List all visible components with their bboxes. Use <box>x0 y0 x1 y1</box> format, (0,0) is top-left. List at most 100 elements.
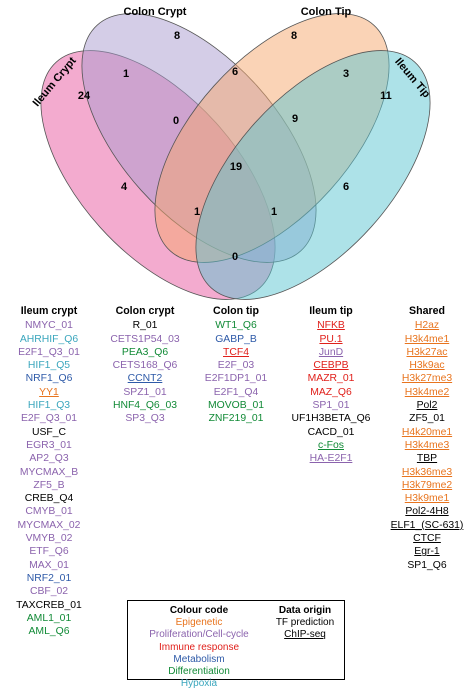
gene-label: CREB_Q4 <box>24 493 74 505</box>
count-all: 19 <box>230 161 242 173</box>
gene-label: E2F1_Q3_01 <box>18 346 80 358</box>
gene-label: R_01 <box>132 320 158 332</box>
column-header: Shared <box>409 305 445 317</box>
colour-code-entry: Immune response <box>158 641 240 653</box>
count-cc-ct: 6 <box>232 66 238 78</box>
gene-label: MYCMAX_02 <box>17 519 81 531</box>
gene-label: SP3_Q3 <box>125 413 165 425</box>
gene-label: TCF4 <box>223 346 249 358</box>
gene-label: CEBPB <box>313 360 349 372</box>
gene-label: H3k9ac <box>409 360 445 372</box>
count-ic-cc: 1 <box>123 68 129 80</box>
count-ic-ct-it: 1 <box>194 206 200 218</box>
gene-label: H3k79me2 <box>401 479 453 491</box>
gene-label: YY1 <box>39 386 59 398</box>
gene-label: AML1_01 <box>26 612 72 624</box>
gene-label: Pol2 <box>416 400 438 412</box>
count-ic-it: 0 <box>232 251 238 263</box>
gene-label: AP2_Q3 <box>29 453 69 465</box>
gene-label: Pol2-4H8 <box>405 506 449 518</box>
gene-label: ELF1_(SC-631) <box>390 519 464 531</box>
venn-ellipses <box>40 13 431 300</box>
gene-label: CTCF <box>413 533 441 545</box>
colour-code-entry: Differentiation <box>168 666 230 678</box>
gene-label: PEA3_Q6 <box>121 346 169 358</box>
tf-prediction-label: TF prediction <box>275 617 335 629</box>
gene-label: CACD_01 <box>307 426 355 438</box>
gene-label: TBP <box>416 453 438 465</box>
gene-label: H3k4me1 <box>404 333 450 345</box>
gene-label: NRF1_Q6 <box>25 373 73 385</box>
gene-label: USF_C <box>31 426 67 438</box>
gene-label: AML_Q6 <box>28 626 70 638</box>
gene-label: H3k9me1 <box>404 493 450 505</box>
gene-label: AHRHIF_Q6 <box>19 333 79 345</box>
count-ileum-tip-only: 11 <box>380 90 392 102</box>
gene-label: E2F_03 <box>217 360 255 372</box>
venn-diagram: Ileum Crypt Colon Crypt Colon Tip Ileum … <box>31 6 433 300</box>
gene-label: NRF2_01 <box>26 572 72 584</box>
gene-label: NMYC_01 <box>25 320 73 332</box>
gene-label: SPZ1_01 <box>123 386 167 398</box>
gene-label: ZNF219_01 <box>208 413 264 425</box>
colon-tip-label: Colon Tip <box>301 6 352 18</box>
gene-label: H3k36me3 <box>401 466 453 478</box>
data-origin-legend: Data origin TF prediction ChIP-seq <box>266 605 344 642</box>
gene-label: H3k4me2 <box>404 386 450 398</box>
gene-label: JunD <box>318 346 344 358</box>
colour-code-title: Colour code <box>169 605 229 616</box>
colour-code-entry: Metabolism <box>173 653 225 665</box>
gene-label: WT1_Q6 <box>215 320 257 332</box>
colour-code-entry: Proliferation/Cell-cycle <box>149 629 249 641</box>
gene-label: GABP_B <box>215 333 257 345</box>
gene-label: H3k4me3 <box>404 439 450 451</box>
column-header: Colon tip <box>213 305 259 317</box>
count-ic-cc-it: 1 <box>271 206 277 218</box>
count-ileum-crypt-only: 24 <box>78 90 91 102</box>
gene-label: EGR3_01 <box>26 439 72 451</box>
column-header: Ileum tip <box>309 305 353 317</box>
column-header: Colon crypt <box>115 305 175 317</box>
gene-label: SP1_Q6 <box>407 559 447 571</box>
gene-label: HA-E2F1 <box>309 453 353 465</box>
count-colon-crypt-only: 8 <box>174 30 180 42</box>
gene-label: MAZ_Q6 <box>310 386 352 398</box>
gene-label: CBF_02 <box>29 586 69 598</box>
column-header: Ileum crypt <box>20 305 78 317</box>
colon-crypt-label: Colon Crypt <box>124 6 187 18</box>
chip-seq-label: ChIP-seq <box>284 629 326 641</box>
gene-label: HNF4_Q6_03 <box>112 400 178 412</box>
ileum-tip-ellipse <box>195 50 431 300</box>
count-cc-it: 6 <box>343 181 349 193</box>
data-origin-title: Data origin <box>278 605 332 616</box>
gene-label: CETS1P54_03 <box>110 333 180 345</box>
gene-label: H4k20me1 <box>401 426 453 438</box>
count-colon-tip-only: 8 <box>291 30 297 42</box>
gene-label: MAX_01 <box>29 559 69 571</box>
gene-label: HIF1_Q3 <box>27 400 71 412</box>
gene-label: CCNT2 <box>127 373 163 385</box>
gene-label: UF1H3BETA_Q6 <box>291 413 371 425</box>
gene-label: MAZR_01 <box>307 373 355 385</box>
count-cc-ct-it: 9 <box>292 113 298 125</box>
gene-label: c-Fos <box>318 439 344 451</box>
count-ic-cc-ct: 0 <box>173 115 179 127</box>
gene-label: H3k27ac <box>406 346 448 358</box>
count-ct-it: 3 <box>343 68 349 80</box>
gene-label: HIF1_Q5 <box>27 360 71 372</box>
colour-code-entry: Epigenetic <box>175 617 223 629</box>
gene-label: PU.1 <box>319 333 343 345</box>
gene-label: H3k27me3 <box>401 373 453 385</box>
gene-label: MOVOB_01 <box>207 400 265 412</box>
gene-label: H2az <box>414 320 440 332</box>
gene-label: E2F_Q3_01 <box>20 413 78 425</box>
gene-label: ZF5_B <box>33 479 65 491</box>
